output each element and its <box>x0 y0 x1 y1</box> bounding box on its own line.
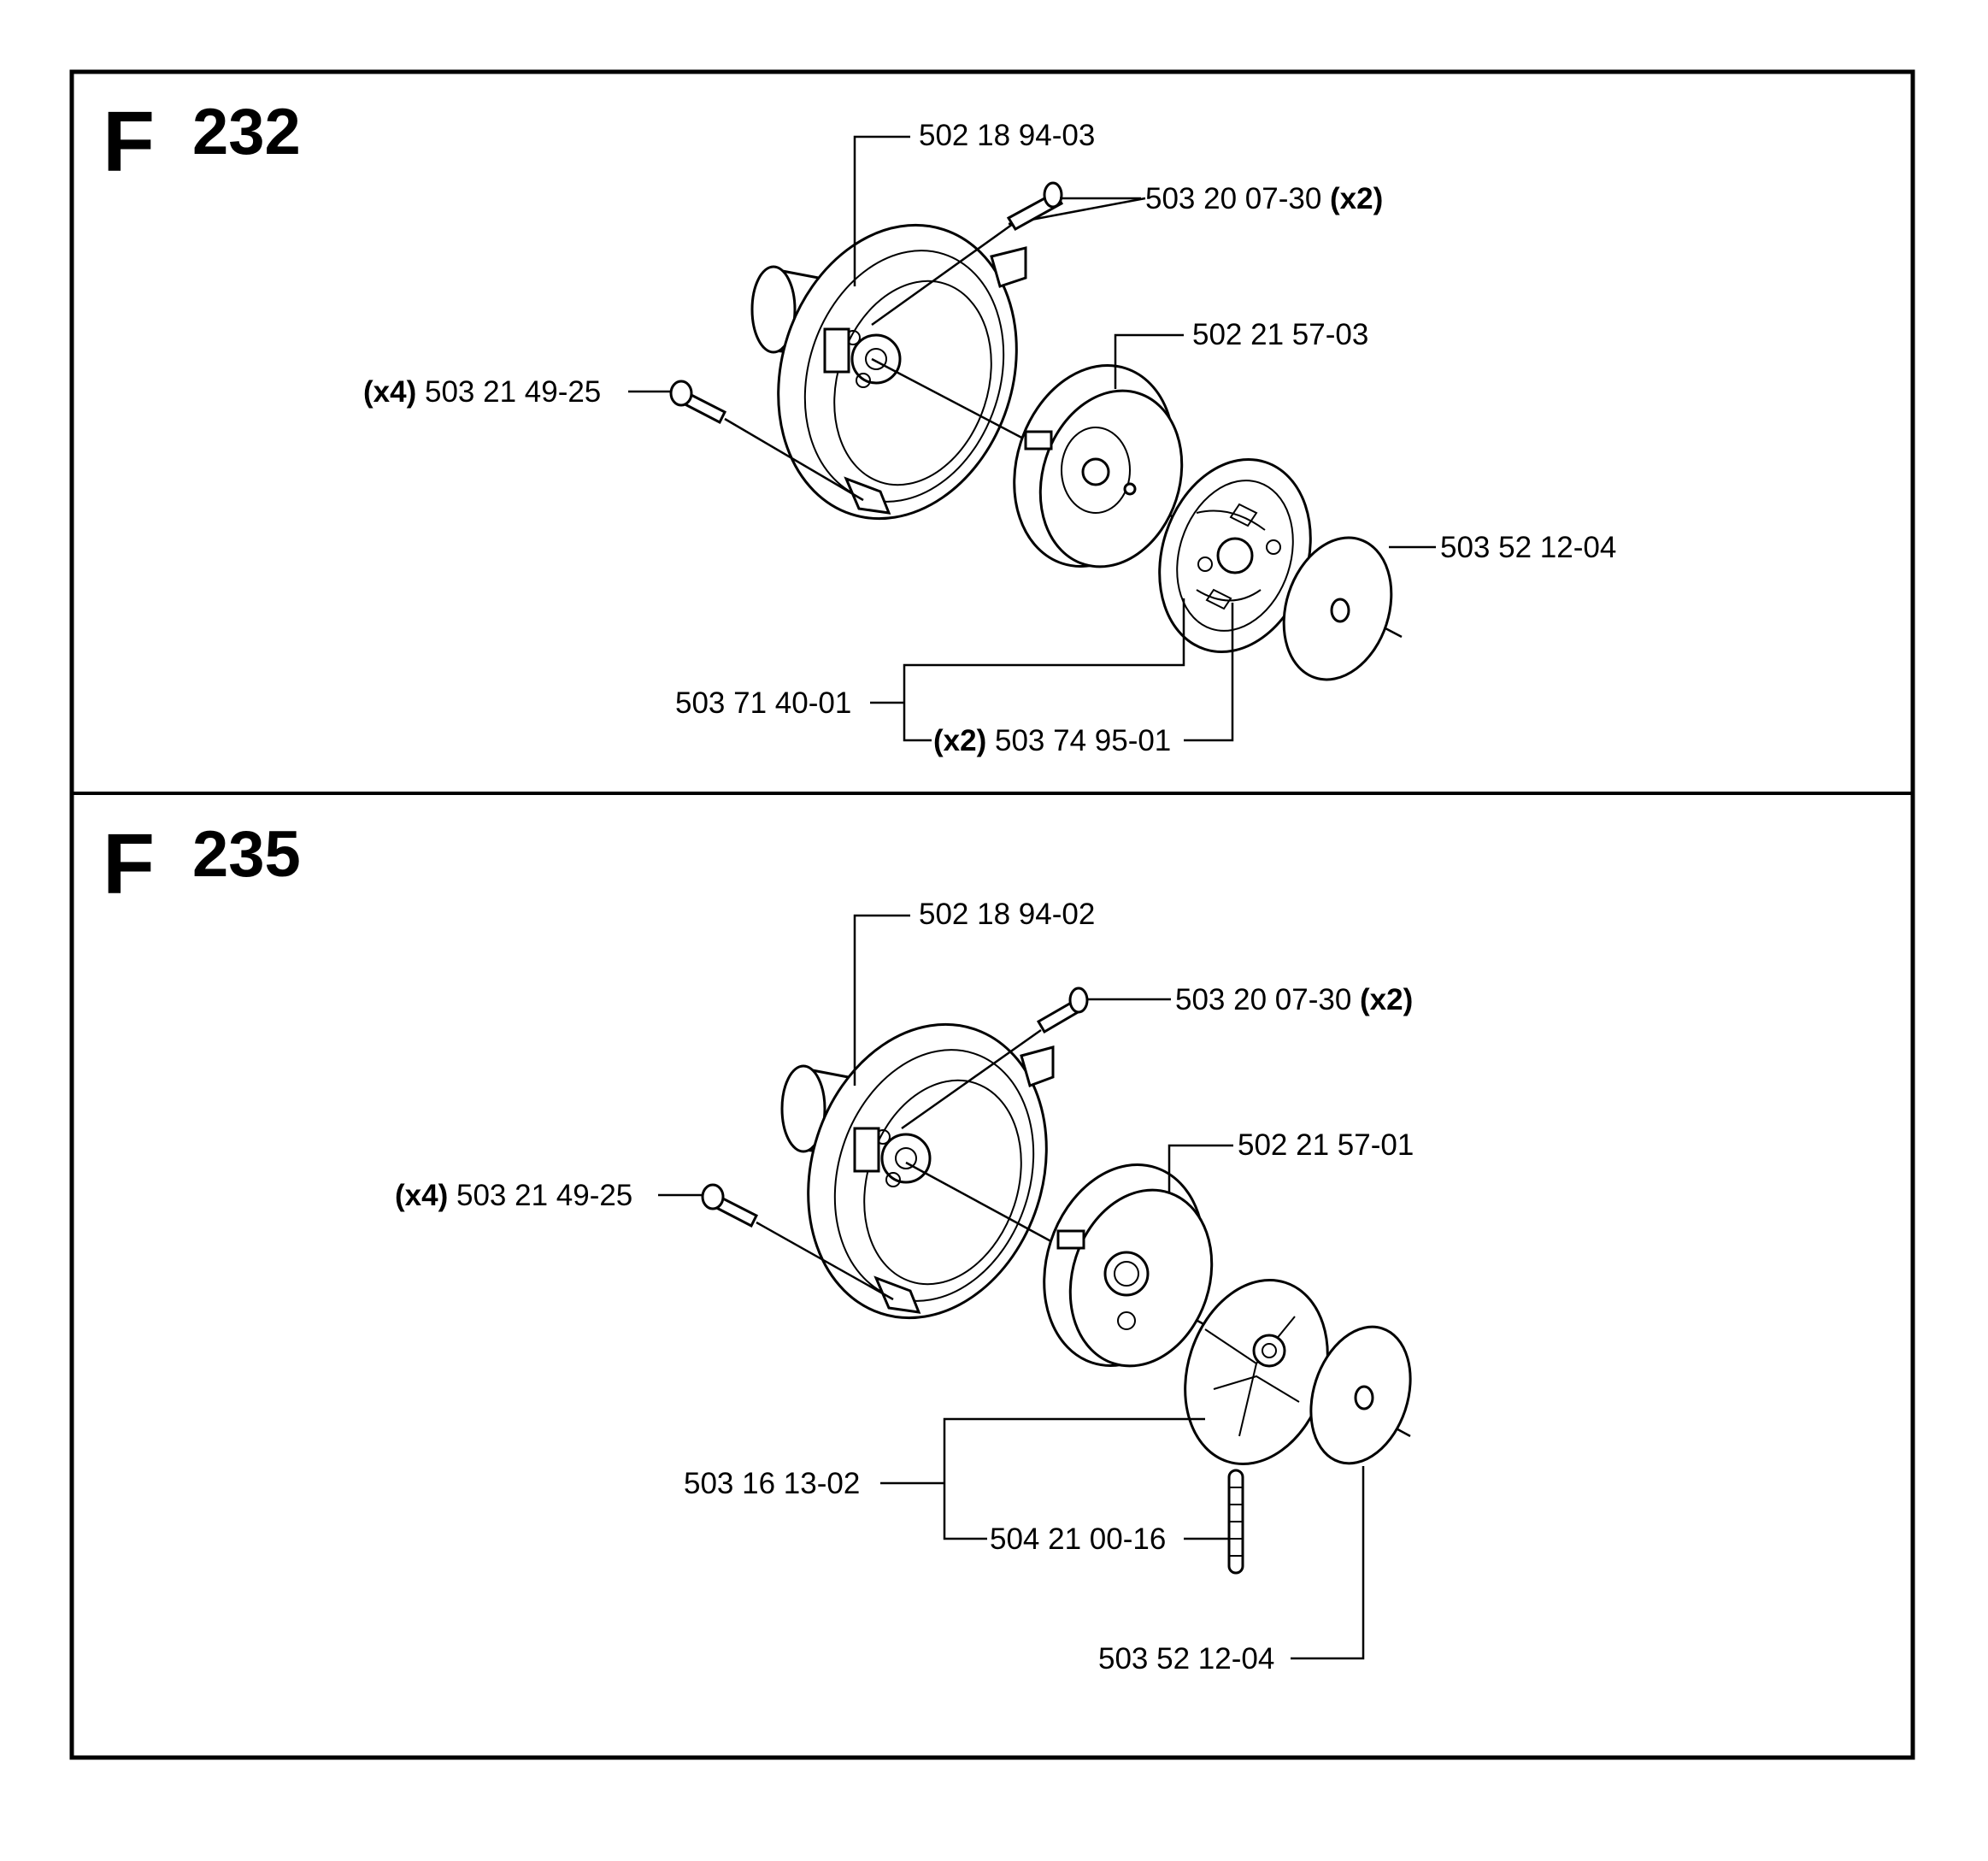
label-housing: 502 18 94-02 <box>919 898 1095 931</box>
label-screw-top: 503 20 07-30 (x2) <box>1145 182 1383 215</box>
leader-clutch <box>903 598 1185 742</box>
section-letter: F <box>103 816 155 912</box>
label-clutch: 503 71 40-01 <box>675 686 851 720</box>
label-screw-top: 503 20 07-30 (x2) <box>1175 983 1413 1016</box>
leader-spring <box>1184 603 1234 742</box>
screw-left-part <box>701 1183 894 1301</box>
label-spring: (x2) 503 74 95-01 <box>933 724 1171 757</box>
label-washer: 503 52 12-04 <box>1440 531 1616 564</box>
clutch-part <box>1158 458 1312 653</box>
label-drum: 502 21 57-01 <box>1238 1128 1414 1162</box>
leader-washer <box>1291 1466 1365 1660</box>
section-number: 232 <box>192 96 301 168</box>
washer-part <box>1309 1325 1412 1465</box>
section-f-235: F 235 <box>103 816 1414 1675</box>
label-screw-left: (x4) 503 21 49-25 <box>395 1179 632 1212</box>
screw-top-part <box>871 181 1146 327</box>
leader-drum <box>1114 333 1184 389</box>
washer-part <box>1282 536 1393 681</box>
label-housing: 502 18 94-03 <box>919 119 1095 152</box>
leader-drum <box>1168 1144 1233 1193</box>
section-letter: F <box>103 94 155 190</box>
label-stud: 504 21 00-16 <box>990 1522 1166 1556</box>
leader-housing <box>853 914 910 1086</box>
label-washer: 503 52 12-04 <box>1098 1642 1274 1675</box>
screw-top-part <box>901 986 1089 1130</box>
label-screw-left: (x4) 503 21 49-25 <box>363 375 601 409</box>
label-clutch: 503 16 13-02 <box>684 1467 860 1500</box>
section-f-232: F 232 <box>103 94 1616 757</box>
screw-left-part <box>669 380 864 502</box>
leader-clutch <box>943 1417 1205 1540</box>
drum-part <box>1043 1163 1214 1368</box>
diagram-frame <box>69 69 1915 1760</box>
stud-part <box>1227 1469 1244 1575</box>
section-number: 235 <box>192 818 301 891</box>
leader-housing <box>853 135 910 286</box>
housing-part <box>780 1022 1055 1320</box>
drum-part <box>1013 364 1184 568</box>
label-drum: 502 21 57-03 <box>1192 318 1368 351</box>
